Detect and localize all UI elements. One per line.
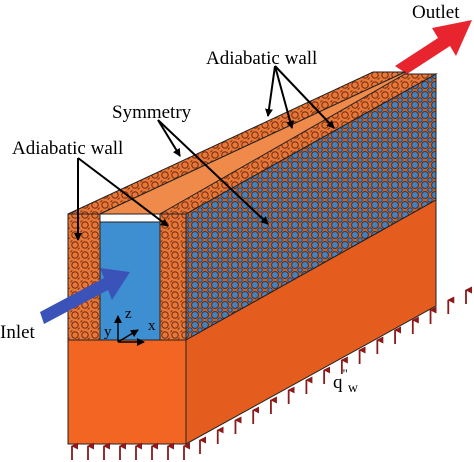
axis-z-label: z bbox=[125, 306, 132, 322]
adiabatic-wall-left-label: Adiabatic wall bbox=[12, 138, 123, 159]
axis-x-label: x bbox=[148, 318, 156, 334]
heat-flux-arrows-front bbox=[71, 442, 190, 460]
front-porous-wall-right bbox=[159, 213, 187, 341]
inlet-arrow bbox=[40, 268, 130, 324]
pointer-adiabatic-left bbox=[74, 157, 169, 241]
pointer-symmetry bbox=[157, 119, 269, 225]
heat-flux-subscript: w bbox=[348, 381, 359, 396]
coordinate-axes bbox=[114, 315, 145, 346]
outlet-arrow bbox=[395, 20, 472, 74]
pointer-adiabatic-top bbox=[265, 65, 335, 129]
symmetry-label: Symmetry bbox=[112, 102, 192, 123]
front-porous-wall-left bbox=[67, 213, 101, 341]
heat-flux-label: q"w bbox=[333, 366, 359, 396]
inlet-label: Inlet bbox=[0, 322, 36, 343]
heat-flux-arrows-side bbox=[199, 286, 472, 454]
heat-flux-prime: " bbox=[343, 366, 348, 381]
heat-flux-symbol: q bbox=[333, 372, 343, 393]
outlet-label: Outlet bbox=[412, 2, 460, 23]
adiabatic-wall-top-label: Adiabatic wall bbox=[206, 48, 317, 69]
front-solid-base bbox=[67, 339, 187, 445]
axis-y-label: y bbox=[104, 324, 112, 340]
